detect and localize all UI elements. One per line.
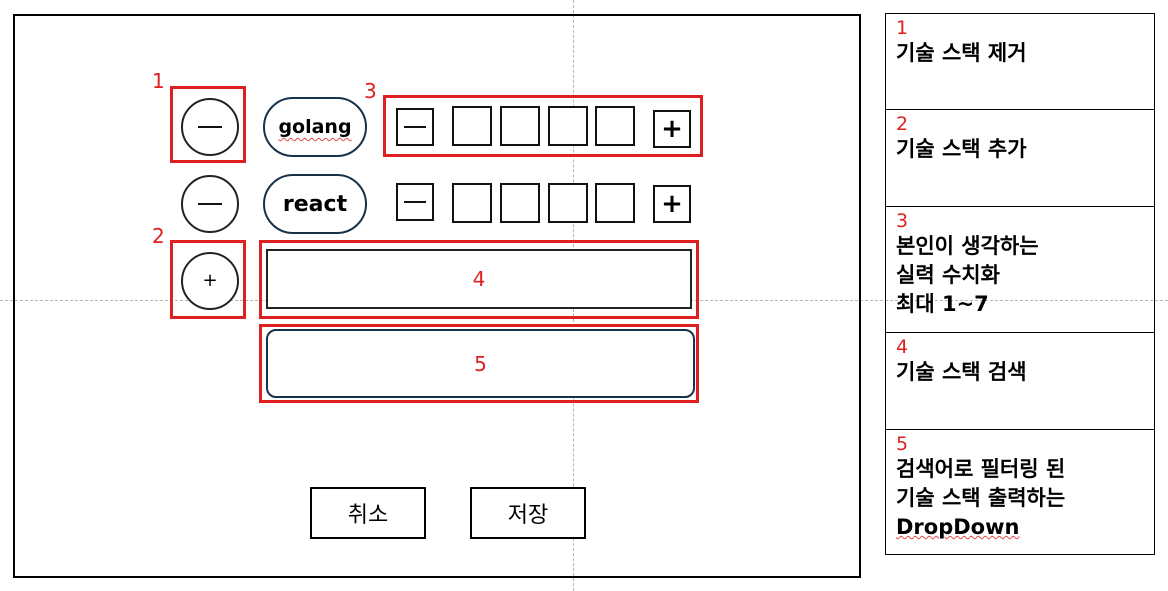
minus-icon: [404, 126, 426, 128]
level-decrease-button[interactable]: [396, 183, 434, 221]
cancel-button[interactable]: 취소: [310, 487, 426, 539]
remove-highlight-box: [170, 86, 246, 163]
level-box: [500, 106, 540, 146]
skill-search-input[interactable]: 4: [266, 249, 692, 309]
level-box: [452, 183, 492, 223]
note-text-line: 검색어로 필터링 된: [896, 457, 1066, 481]
note-3: 3 본인이 생각하는 실력 수치화 최대 1~7: [885, 206, 1155, 333]
level-box: [595, 183, 635, 223]
minus-icon: [198, 203, 222, 205]
level-box: [548, 183, 588, 223]
level-increase-button[interactable]: +: [653, 110, 691, 148]
level-decrease-button[interactable]: [396, 108, 434, 146]
level-box: [452, 106, 492, 146]
marker-1: 1: [152, 69, 165, 93]
skill-chip-golang: golang: [263, 97, 367, 157]
note-text: 기술 스택 제거: [896, 41, 1027, 65]
plus-icon: +: [202, 270, 218, 291]
note-number: 4: [896, 336, 909, 358]
note-5: 5 검색어로 필터링 된 기술 스택 출력하는 DropDown: [885, 429, 1155, 555]
note-number: 5: [896, 433, 909, 455]
add-skill-button[interactable]: +: [181, 252, 239, 310]
skill-dropdown[interactable]: 5: [266, 329, 695, 398]
note-text: 본인이 생각하는 실력 수치화 최대 1~7: [896, 234, 1039, 316]
dialog-frame: [13, 14, 861, 578]
minus-icon: [404, 201, 426, 203]
skill-chip-label: golang: [278, 116, 352, 138]
save-button[interactable]: 저장: [470, 487, 586, 539]
note-2: 2 기술 스택 추가: [885, 109, 1155, 207]
search-highlight-box: [259, 240, 699, 319]
level-increase-button[interactable]: +: [653, 185, 691, 223]
minus-icon: [198, 126, 222, 128]
add-highlight-box: [170, 240, 246, 319]
note-number: 3: [896, 210, 909, 232]
dropdown-highlight-box: [259, 324, 699, 403]
level-highlight-box: [383, 95, 703, 157]
note-number: 2: [896, 113, 909, 135]
marker-2: 2: [152, 224, 165, 248]
skill-chip-react: react: [263, 174, 367, 234]
level-box: [595, 106, 635, 146]
level-box: [500, 183, 540, 223]
remove-skill-button[interactable]: [181, 98, 239, 156]
remove-skill-button[interactable]: [181, 175, 239, 233]
level-box: [548, 106, 588, 146]
dropdown-marker: 5: [474, 351, 487, 376]
note-4: 4 기술 스택 검색: [885, 332, 1155, 430]
search-input-marker: 4: [472, 267, 486, 291]
note-number: 1: [896, 17, 909, 39]
marker-3: 3: [364, 79, 377, 103]
note-text: 기술 스택 검색: [896, 360, 1027, 384]
note-text-dropdown: DropDown: [896, 515, 1020, 539]
note-1: 1 기술 스택 제거: [885, 13, 1155, 110]
note-text-line: 기술 스택 출력하는: [896, 486, 1066, 510]
skill-chip-label: react: [282, 191, 348, 217]
note-text: 기술 스택 추가: [896, 137, 1027, 161]
